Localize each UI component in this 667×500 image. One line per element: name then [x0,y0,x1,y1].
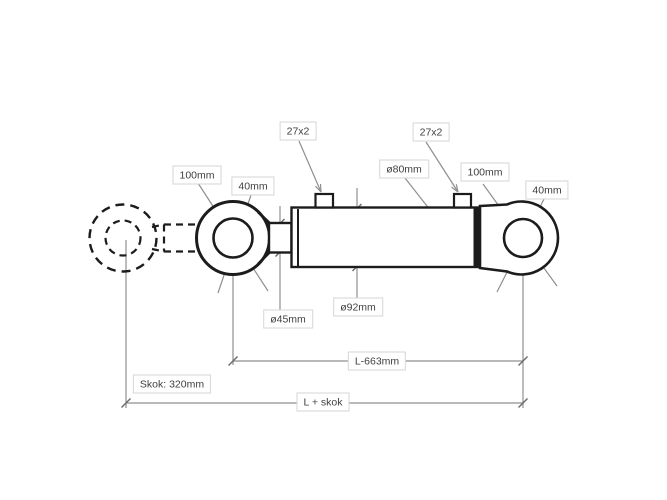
oil-port-left [314,192,335,209]
ghost-eye-hole-circle [104,219,142,257]
label-eye-head-left: 100mm [172,165,222,185]
label-stroke: Skok: 320mm [132,374,212,394]
eye-hole-right [502,217,544,259]
cylinder-solid-geometry [195,192,560,276]
ghost-extended-eye [88,203,197,273]
eye-hole-left [212,217,254,259]
label-eye-hole-right: 40mm [525,180,569,200]
label-thread-port-right: 27x2 [412,122,450,142]
piston-rod [267,221,293,254]
label-eye-hole-left: 40mm [231,176,275,196]
cylinder-barrel [290,206,481,269]
end-cap-right [473,207,480,267]
label-length: L-663mm [347,351,407,371]
rod-eye-left [195,200,271,276]
label-total-length: L + skok [296,392,350,412]
label-barrel-diameter: ø92mm [333,297,383,317]
ghost-eye-outer-circle [88,203,158,273]
label-thread-port-left: 27x2 [279,121,317,141]
ghost-rod [151,223,197,253]
rod-eye-right [478,200,560,276]
oil-port-right [452,192,473,209]
label-rod-diameter: ø45mm [263,309,313,329]
label-piston-diameter: ø80mm [379,159,429,179]
leader-port-right [425,141,459,193]
leader-port-left [298,140,322,193]
label-eye-head-right: 100mm [460,162,510,182]
